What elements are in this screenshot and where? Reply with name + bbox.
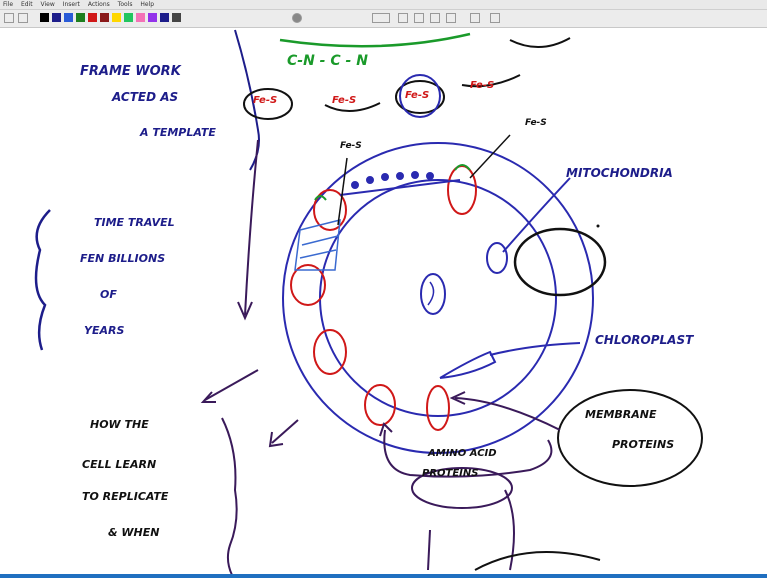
menu-edit[interactable]: Edit xyxy=(18,0,36,9)
flag-icon[interactable] xyxy=(470,13,480,23)
menu-bar: File Edit View Insert Actions Tools Help xyxy=(0,0,767,10)
color-swatch-gray[interactable] xyxy=(172,13,181,22)
color-swatch-blue[interactable] xyxy=(64,13,73,22)
fes-label-2: Fe-S xyxy=(332,95,356,106)
menu-help[interactable]: Help xyxy=(137,0,157,9)
highlighter-tool-icon[interactable] xyxy=(18,13,28,23)
lasso-icon[interactable] xyxy=(430,13,440,23)
color-swatch-navy[interactable] xyxy=(52,13,61,22)
label-membrane-2: PROTEINS xyxy=(612,438,674,451)
note-framework-2: ACTED AS xyxy=(112,90,178,104)
note-cell-1: HOW THE xyxy=(90,418,149,431)
insert-space-icon[interactable] xyxy=(446,13,456,23)
color-swatch-black[interactable] xyxy=(40,13,49,22)
pen-tool-icon[interactable] xyxy=(4,13,14,23)
color-swatch-lime[interactable] xyxy=(124,13,133,22)
note-cn-chain: C-N - C - N xyxy=(287,53,368,69)
brush-size-icon[interactable] xyxy=(292,13,302,23)
toolbar xyxy=(0,10,767,28)
taskbar-strip xyxy=(0,574,767,578)
label-mitochondria: MITOCHONDRIA xyxy=(566,166,673,180)
color-swatch-purple[interactable] xyxy=(148,13,157,22)
note-cell-3: TO REPLICATE xyxy=(82,490,168,503)
fes-small-2: Fe-S xyxy=(525,118,547,128)
color-swatch-indigo[interactable] xyxy=(160,13,169,22)
color-swatch-red[interactable] xyxy=(88,13,97,22)
select-tool-icon[interactable] xyxy=(372,13,390,23)
label-amino-acid: AMINO ACID xyxy=(428,448,497,459)
eraser-icon[interactable] xyxy=(414,13,424,23)
note-time-4: YEARS xyxy=(84,324,124,337)
color-swatch-maroon[interactable] xyxy=(100,13,109,22)
fes-label-4: Fe-S xyxy=(470,80,494,91)
note-cell-2: CELL LEARN xyxy=(82,458,156,471)
note-time-3: OF xyxy=(100,288,117,301)
whiteboard-canvas[interactable]: FRAME WORK ACTED AS A TEMPLATE C-N - C -… xyxy=(0,28,767,576)
menu-actions[interactable]: Actions xyxy=(85,0,113,9)
note-time-1: TIME TRAVEL xyxy=(94,216,175,229)
fes-label-3: Fe-S xyxy=(405,90,429,101)
pen-dropdown-icon[interactable] xyxy=(398,13,408,23)
menu-insert[interactable]: Insert xyxy=(60,0,83,9)
note-framework-3: A TEMPLATE xyxy=(140,126,216,139)
color-swatch-green[interactable] xyxy=(76,13,85,22)
color-swatch-yellow[interactable] xyxy=(112,13,121,22)
label-membrane-1: MEMBRANE xyxy=(585,408,657,421)
color-swatch-pink[interactable] xyxy=(136,13,145,22)
label-proteins: PROTEINS xyxy=(422,468,478,479)
fes-small-1: Fe-S xyxy=(340,141,362,151)
note-cell-4: & WHEN xyxy=(108,526,159,539)
note-framework-1: FRAME WORK xyxy=(80,64,181,79)
menu-tools[interactable]: Tools xyxy=(115,0,136,9)
menu-file[interactable]: File xyxy=(0,0,16,9)
menu-view[interactable]: View xyxy=(38,0,58,9)
label-chloroplast: CHLOROPLAST xyxy=(595,333,693,347)
fes-label-1: Fe-S xyxy=(253,95,277,106)
zoom-icon[interactable] xyxy=(490,13,500,23)
note-time-2: FEN BILLIONS xyxy=(80,252,165,265)
